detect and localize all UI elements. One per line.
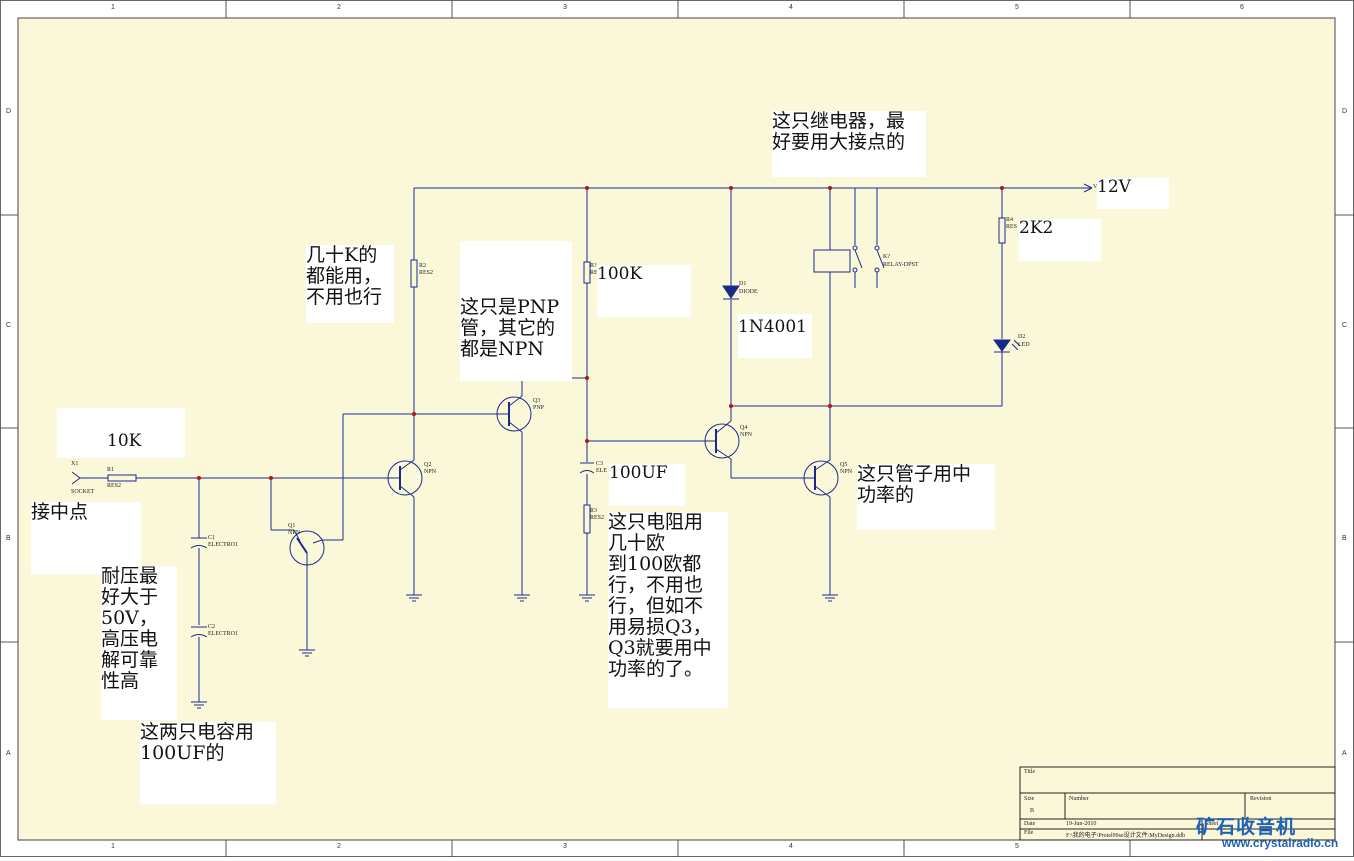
q4-ref: Q4 (740, 425, 748, 431)
sheet-value: of (1266, 821, 1271, 827)
revision-label: Revision (1250, 796, 1272, 802)
input-note: 接中点 (31, 502, 141, 574)
q3-type: PNP (533, 405, 545, 411)
c1-ref: C1 (208, 535, 216, 541)
component-symbols (71, 183, 1093, 638)
watermark-url: www.crystalradio.cn (1222, 836, 1339, 850)
file-value: F:\我的电子\Protel99se设计文件\MyDesign.ddb (1066, 833, 1186, 839)
c3-ref: C3 (596, 461, 604, 467)
d2-type: LED (1018, 342, 1030, 348)
date-value: 19-Jun-2010 (1066, 821, 1097, 827)
r2-type: RES2 (419, 270, 434, 276)
x1-type: SOCKET (71, 489, 95, 495)
cap-voltage-note: 耐压最 好大于 50V， 高压电 解可靠 性高 (101, 566, 177, 720)
border-col-3: 3 (563, 4, 567, 11)
k1-ref: K? (883, 254, 890, 260)
q4-type: NPN (740, 432, 753, 438)
r4-value: 2K2 (1019, 219, 1101, 261)
r4-type: RES (1006, 224, 1018, 230)
border-col-6: 6 (1240, 4, 1244, 11)
r1-value: 10K (57, 408, 185, 458)
ground-symbols (191, 594, 838, 709)
q3-ref: Q3 (533, 398, 541, 404)
title-label: Title (1024, 769, 1036, 775)
cap-note: 这两只电容用 100UF的 (140, 722, 276, 804)
c3-type: ELE (596, 468, 607, 474)
border-col-1-bottom: 1 (111, 843, 115, 850)
sheet-label: Sheet (1205, 821, 1219, 827)
k1-type: RELAY-DPST (883, 262, 919, 268)
number-label: Number (1069, 796, 1089, 802)
border-col-5: 5 (1015, 4, 1019, 11)
q2-ref: Q2 (424, 462, 432, 468)
border-col-1: 1 (111, 4, 115, 11)
d1-type: DIODE (739, 289, 758, 295)
q5-note: 这只管子用中 功率的 (857, 464, 995, 530)
watermark-logo-text: 矿石收音机 (1196, 816, 1297, 838)
title-block-frame (1019, 766, 1336, 841)
q1-ref: Q1 (288, 523, 296, 529)
d1-ref: D1 (739, 281, 747, 287)
r7-value: 100K (597, 265, 691, 317)
file-label: File (1024, 830, 1034, 836)
x1-ref: X1 (71, 461, 79, 467)
c1-type: ELECTRO1 (208, 542, 238, 548)
border-col-2-bottom: 2 (337, 843, 341, 850)
r3-note: 这只电阻用 几十欧 到100欧都 行，不用也 行，但如不 用易损Q3， Q3就要… (608, 512, 728, 708)
c3-value: 100UF (609, 464, 685, 506)
q5-type: NPN (840, 469, 853, 475)
r1-type: RES2 (107, 483, 122, 489)
wires (80, 187, 1092, 702)
r2-note: 几十K的 都能用， 不用也行 (306, 245, 394, 323)
border-row-b-right: B (1342, 535, 1347, 542)
size-value: B (1030, 808, 1035, 814)
r1-ref: R1 (107, 467, 115, 473)
border-col-5-bottom: 5 (1015, 843, 1019, 850)
border-row-d-right: D (1342, 108, 1348, 115)
pnp-note: 这只是PNP 管，其它的 都是NPN (460, 241, 572, 381)
r3-type: RES2 (590, 515, 605, 521)
border-col-4-bottom: 4 (789, 843, 793, 850)
junction-dots (197, 186, 1004, 480)
border-row-a: A (6, 750, 11, 757)
d2-ref: D2 (1018, 334, 1026, 340)
border-row-c: C (6, 322, 12, 329)
rail-voltage-label: 12V (1097, 178, 1169, 209)
date-label: Date (1024, 821, 1036, 827)
relay-note: 这只继电器，最 好要用大接点的 (772, 111, 926, 177)
q1-type: NPN (288, 530, 301, 536)
q5-ref: Q5 (840, 462, 848, 468)
size-label: Size (1024, 796, 1035, 802)
c2-ref: C2 (208, 624, 216, 630)
border-row-c-right: C (1342, 322, 1348, 329)
r7-type: RES (590, 270, 602, 276)
border-col-4: 4 (789, 4, 793, 11)
r2-ref: R2 (419, 263, 427, 269)
border-row-b: B (6, 535, 11, 542)
r3-ref: R3 (590, 508, 598, 514)
q2-type: NPN (424, 469, 437, 475)
r7-ref: R? (590, 263, 597, 269)
r4-ref: R4 (1006, 217, 1014, 223)
c2-type: ELECTRO1 (208, 631, 238, 637)
border-row-d: D (6, 108, 12, 115)
border-row-a-right: A (1342, 750, 1347, 757)
d1-value: 1N4001 (738, 314, 812, 358)
v1-ref: V (1093, 184, 1098, 190)
border-col-3-bottom: 3 (563, 843, 567, 850)
border-col-2: 2 (337, 4, 341, 11)
